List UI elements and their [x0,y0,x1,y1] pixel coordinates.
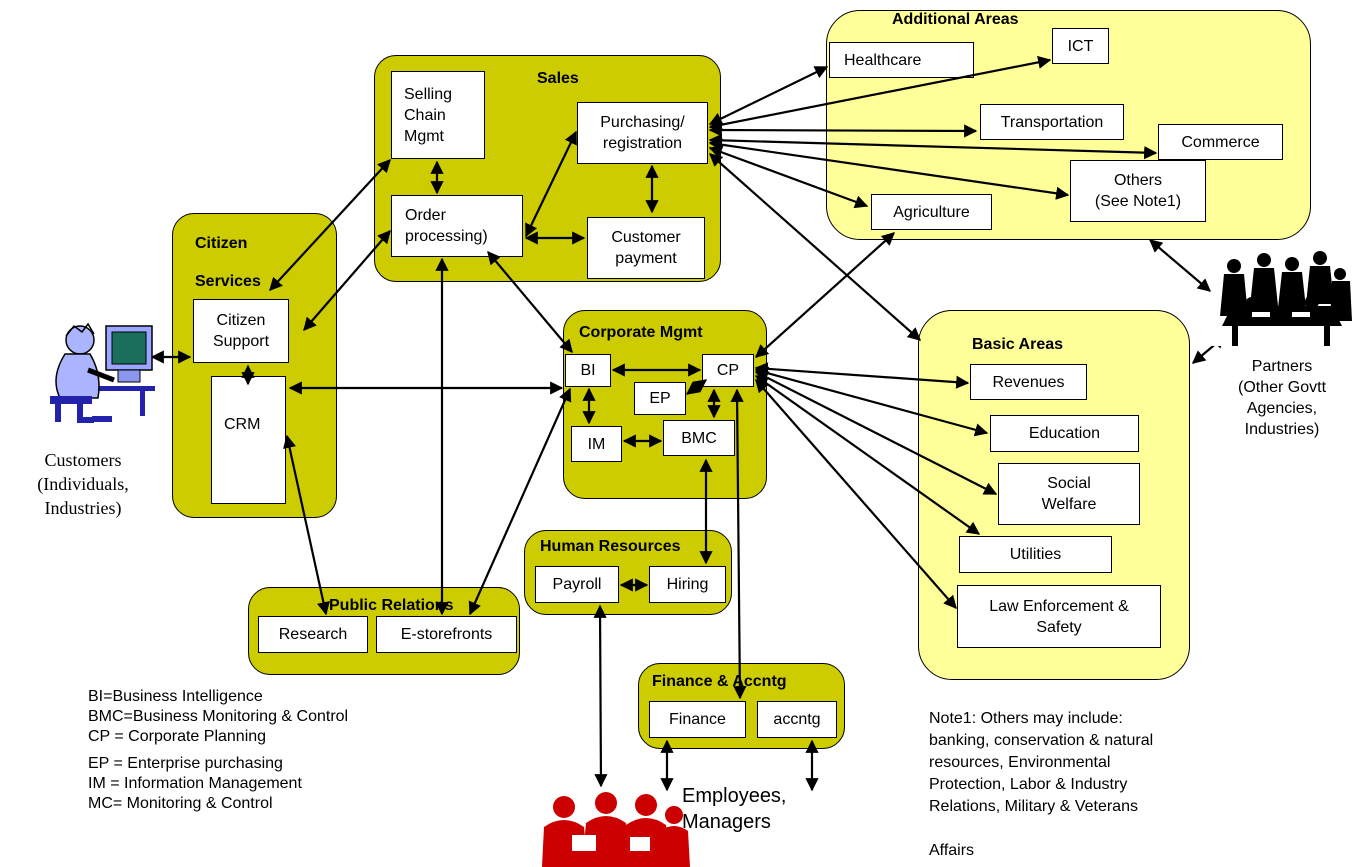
arrow-citizen-order-processing [303,230,391,331]
education-box: Education [990,415,1139,452]
customer-computer-icon [50,322,155,423]
arrow-crm-research [283,434,330,616]
additional-areas-title: Additional Areas [892,11,1019,28]
bmc-box: BMC [663,420,735,456]
citizen-support-box: Citizen Support [193,299,289,363]
research-box: Research [258,616,368,653]
crm-box: CRM [211,376,286,504]
cp-box: CP [702,354,754,387]
legend-mc: MC= Monitoring & Control [88,795,273,812]
order-processing-box: Order processing) [391,195,523,257]
note-others: Note1: Others may include: banking, cons… [929,710,1154,859]
legend-bmc: BMC=Business Monitoring & Control [88,708,349,725]
arrow-payroll-employees [593,604,608,788]
arrow-ep-cp [685,379,708,395]
finance-accntg-title: Finance & Accntg [652,673,787,690]
arrow-purchasing-agriculture [708,145,869,209]
hiring-box: Hiring [649,566,726,603]
social-welfare-box: Social Welfare [998,463,1140,525]
basic-areas-title: Basic Areas [972,336,1064,353]
arrow-citizen-selling-chain [269,159,391,291]
arrow-cp-social-welfare [754,371,998,495]
legend-im: IM = Information Management [88,775,302,792]
arrow-additional-partners [1148,239,1212,292]
partners-label: Partners (Other Govtt Agencies, Industri… [1237,358,1327,438]
arrow-purchasing-basic-areas [709,153,921,341]
ict-box: ICT [1052,28,1109,64]
legend-bi: BI=Business Intelligence [88,688,263,705]
arrow-cp-agriculture [755,232,895,358]
commerce-box: Commerce [1158,124,1283,160]
selling-chain-mgmt-box: Selling Chain Mgmt [391,71,485,159]
arrow-cp-revenues [754,362,970,389]
legend-ep: EP = Enterprise purchasing [88,755,283,772]
legend-cp: CP = Corporate Planning [88,728,267,745]
ep-box: EP [634,382,686,415]
corporate-mgmt-title: Corporate Mgmt [579,324,703,341]
arrow-estore-bi [468,387,572,616]
public-relations-title: Public Relations [329,597,454,614]
arrow-cp-finance [730,388,747,700]
customer-payment-box: Customer payment [587,217,705,279]
utilities-box: Utilities [959,536,1112,573]
bi-box: BI [565,354,611,387]
e-storefronts-box: E-storefronts [376,616,517,653]
arrow-purchasing-transportation [708,123,978,138]
im-box: IM [571,426,622,462]
arrow-cp-law [755,379,957,609]
citizen-services-title-2: Services [195,273,261,290]
purchasing-registration-box: Purchasing/ registration [577,102,708,164]
customers-label: Customers (Individuals, Industries) [37,450,129,518]
employees-group-icon [542,792,690,867]
finance-box: Finance [649,701,746,738]
citizen-services-title-1: Citizen [195,235,248,252]
human-resources-title: Human Resources [540,538,681,555]
arrow-purchasing-ict [708,55,1052,132]
others-box: Others (See Note1) [1070,160,1206,222]
legend: BI=Business Intelligence BMC=Business Mo… [88,687,348,814]
employees-label: Employees, Managers [682,785,787,833]
arrow-order-bi [487,250,573,354]
arrow-order-purchasing [525,130,577,238]
partners-meeting-icon [1212,246,1352,346]
law-enforcement-box: Law Enforcement & Safety [957,585,1161,648]
accntg-box: accntg [757,701,837,738]
arrow-purchasing-commerce [708,133,1158,160]
sales-group-title: Sales [537,70,579,87]
